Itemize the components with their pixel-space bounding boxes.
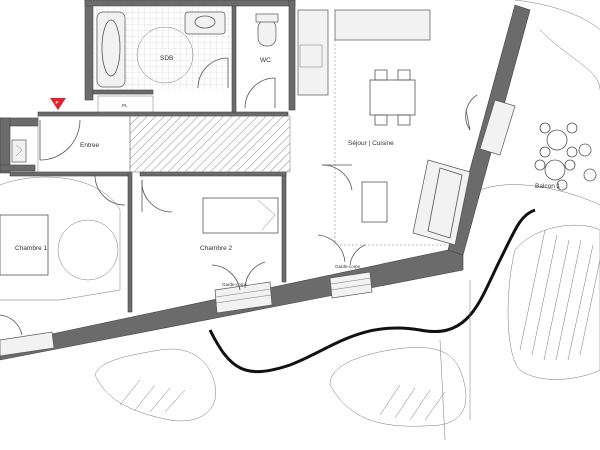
washbasin (184, 11, 226, 35)
entry-hall: Entree (37, 115, 291, 173)
kitchen-upper (334, 9, 431, 41)
balcony-table-3 (578, 143, 597, 182)
entry-door (39, 119, 81, 161)
room-label-balcon-1: Balcon 1 (535, 183, 561, 190)
interior-partitions (9, 5, 289, 313)
room-label-entree: Entree (80, 142, 100, 149)
entry-marker-label: P (56, 100, 59, 105)
kitchen-counter (297, 9, 329, 96)
toilet (257, 19, 277, 47)
electrical-panel (11, 139, 27, 163)
room-label-chambre-1: Chambre 1 (15, 245, 48, 252)
balcony-table-2 (534, 159, 576, 191)
bed-2 (202, 197, 279, 234)
room-label-sdb: SDB (160, 55, 173, 62)
bathroom: SDB (93, 6, 232, 90)
window-living: Garde-corps (317, 234, 373, 299)
bedroom-1: Chambre 1 (0, 174, 126, 301)
window-bedroom-2: Garde-corps (211, 261, 273, 314)
balcony-table-1 (539, 122, 578, 158)
room-label-placard: PL (122, 103, 128, 108)
sofa (412, 159, 471, 246)
coffee-table (361, 181, 388, 223)
window-label-2: Garde-corps (335, 264, 361, 269)
balcony-door (465, 94, 516, 156)
bedroom-2: Chambre 2 (141, 179, 279, 252)
wc-room: WC (244, 13, 279, 109)
room-label-sejour-cuisine: Séjour | Cuisine (348, 140, 394, 147)
dining-table (369, 79, 416, 116)
room-label-wc: WC (260, 57, 271, 64)
bed-1 (0, 214, 49, 276)
balcony-area: Balcon 1 (479, 0, 600, 206)
room-label-chambre-2: Chambre 2 (200, 245, 233, 252)
window-bedroom-1 (0, 314, 55, 357)
entry-marker: P (50, 98, 66, 110)
window-label-1: Garde-corps (222, 282, 248, 287)
placard: PL (97, 95, 154, 113)
garden-area (94, 208, 600, 441)
living-kitchen: Séjour | Cuisine (297, 9, 471, 246)
